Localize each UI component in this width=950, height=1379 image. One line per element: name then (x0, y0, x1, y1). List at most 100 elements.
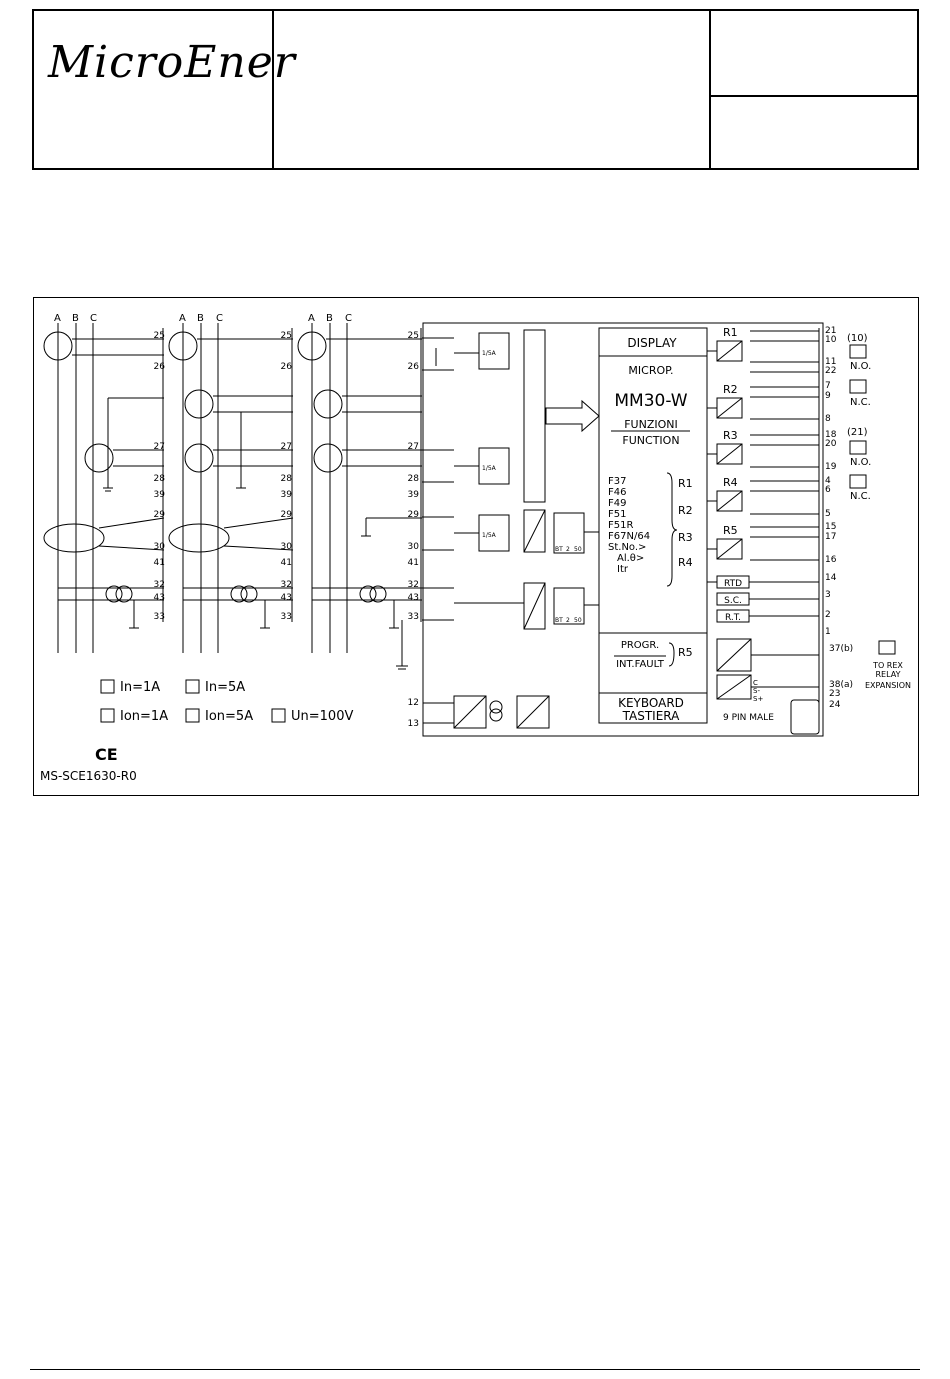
svg-text:TO REX: TO REX (872, 661, 903, 670)
svg-text:14: 14 (825, 573, 837, 583)
svg-text:10: 10 (825, 335, 837, 345)
filter-label: 50 (574, 617, 582, 624)
svg-text:16: 16 (825, 555, 837, 565)
svg-text:F67N/64: F67N/64 (608, 531, 650, 542)
model-label: MM30-W (614, 391, 687, 411)
svg-text:28: 28 (154, 474, 166, 484)
svg-text:33: 33 (154, 612, 165, 622)
svg-text:Ion=5A: Ion=5A (205, 709, 253, 724)
relay-contacts (750, 328, 820, 722)
svg-text:15: 15 (825, 522, 836, 532)
svg-text:R3: R3 (723, 429, 738, 442)
svg-text:S-: S- (753, 687, 760, 695)
svg-text:RTD: RTD (724, 579, 742, 589)
svg-text:In=1A: In=1A (120, 680, 160, 695)
svg-text:9 PIN MALE: 9 PIN MALE (723, 713, 774, 723)
microprocessor-block (598, 327, 708, 724)
keyboard-label: KEYBOARD (618, 696, 684, 710)
expansion-labels: 37(b) 38(a) 23 24 TO REX RELAY EXPANSION… (723, 644, 911, 723)
svg-text:7: 7 (825, 381, 831, 391)
svg-text:N.C.: N.C. (850, 397, 871, 408)
svg-text:1: 1 (825, 627, 831, 637)
svg-text:39: 39 (408, 490, 420, 500)
document-code: MS-SCE1630-R0 (40, 769, 137, 783)
svg-text:25: 25 (154, 331, 165, 341)
wiring-group-3 (297, 323, 422, 653)
power-supply (423, 695, 550, 729)
svg-text:F46: F46 (608, 487, 626, 498)
svg-text:22: 22 (825, 366, 836, 376)
svg-text:8: 8 (825, 414, 831, 424)
title-divider (709, 11, 711, 170)
svg-text:F51: F51 (608, 509, 626, 520)
svg-text:EXPANSION: EXPANSION (865, 681, 911, 690)
svg-text:43: 43 (408, 593, 419, 603)
phase-label: B (197, 313, 204, 324)
wiring-diagram: A B C A B C A B C 25 26 27 28 39 29 30 4… (40, 313, 911, 783)
svg-text:33: 33 (281, 612, 292, 622)
svg-text:32: 32 (281, 580, 292, 590)
svg-text:Itr: Itr (617, 564, 629, 575)
phase-label: C (90, 313, 97, 324)
svg-text:C: C (753, 679, 758, 687)
svg-text:R.T.: R.T. (725, 613, 741, 623)
svg-text:32: 32 (408, 580, 419, 590)
svg-text:(10): (10) (847, 333, 868, 344)
microp-label: MICROP. (628, 364, 673, 377)
svg-text:R4: R4 (723, 476, 738, 489)
wiring-diagram-frame: A B C A B C A B C 25 26 27 28 39 29 30 4… (33, 297, 919, 796)
function-list: F37 F46 F49 F51 F51R F67N/64 St.No.> Al.… (608, 476, 650, 575)
title-divider (711, 95, 919, 97)
phase-label: B (72, 313, 79, 324)
terminal-column-3: 25 26 27 28 39 29 30 41 32 43 33 12 13 (408, 331, 420, 729)
svg-text:N.O.: N.O. (850, 361, 871, 372)
data-flow-arrow (545, 399, 600, 433)
svg-text:19: 19 (825, 462, 837, 472)
function-label: FUNCTION (622, 434, 679, 447)
terminal-column-1: 25 26 27 28 39 29 30 41 32 43 33 (154, 331, 166, 622)
svg-text:39: 39 (154, 490, 166, 500)
svg-text:R1: R1 (723, 326, 738, 339)
svg-text:R5: R5 (678, 646, 693, 659)
tastiera-label: TASTIERA (622, 709, 681, 723)
contact-type-boxes (849, 344, 867, 489)
phase-label: C (216, 313, 223, 324)
svg-text:27: 27 (281, 442, 292, 452)
svg-text:43: 43 (154, 593, 165, 603)
svg-text:St.No.>: St.No.> (608, 542, 646, 553)
svg-text:11: 11 (825, 357, 836, 367)
filter-label: 2 (566, 617, 570, 624)
svg-text:41: 41 (281, 558, 292, 568)
title-block: MicroEner (32, 9, 919, 170)
svg-text:23: 23 (829, 689, 840, 699)
title-divider (272, 11, 274, 170)
svg-text:29: 29 (408, 510, 420, 520)
svg-text:S.C.: S.C. (724, 596, 742, 606)
svg-text:27: 27 (408, 442, 419, 452)
svg-text:S+: S+ (753, 695, 763, 703)
svg-text:28: 28 (408, 474, 420, 484)
svg-text:33: 33 (408, 612, 419, 622)
svg-text:N.O.: N.O. (850, 457, 871, 468)
svg-text:18: 18 (825, 430, 837, 440)
wiring-group-1 (43, 323, 165, 653)
svg-text:F51R: F51R (608, 520, 633, 531)
phase-label: B (326, 313, 333, 324)
terminal-column-2: 25 26 27 28 39 29 30 41 32 43 33 (281, 331, 293, 622)
ct-channel-1 (435, 329, 546, 503)
svg-text:30: 30 (408, 542, 420, 552)
filter-label: BT (555, 617, 563, 624)
contact-notes: (10) N.O. N.C. (21) N.O. N.C. (847, 333, 871, 502)
svg-text:Ion=1A: Ion=1A (120, 709, 168, 724)
svg-text:R1: R1 (678, 477, 693, 490)
svg-text:R2: R2 (723, 383, 738, 396)
funzioni-label: FUNZIONI (624, 418, 678, 431)
filter-label: BT (555, 546, 563, 553)
svg-text:F37: F37 (608, 476, 626, 487)
output-relays (707, 340, 743, 560)
svg-text:26: 26 (281, 362, 293, 372)
progr-label: PROGR. (621, 640, 659, 651)
phase-label: C (345, 313, 352, 324)
phase-label: A (308, 313, 315, 324)
scale-label: 1/5A (482, 465, 497, 472)
